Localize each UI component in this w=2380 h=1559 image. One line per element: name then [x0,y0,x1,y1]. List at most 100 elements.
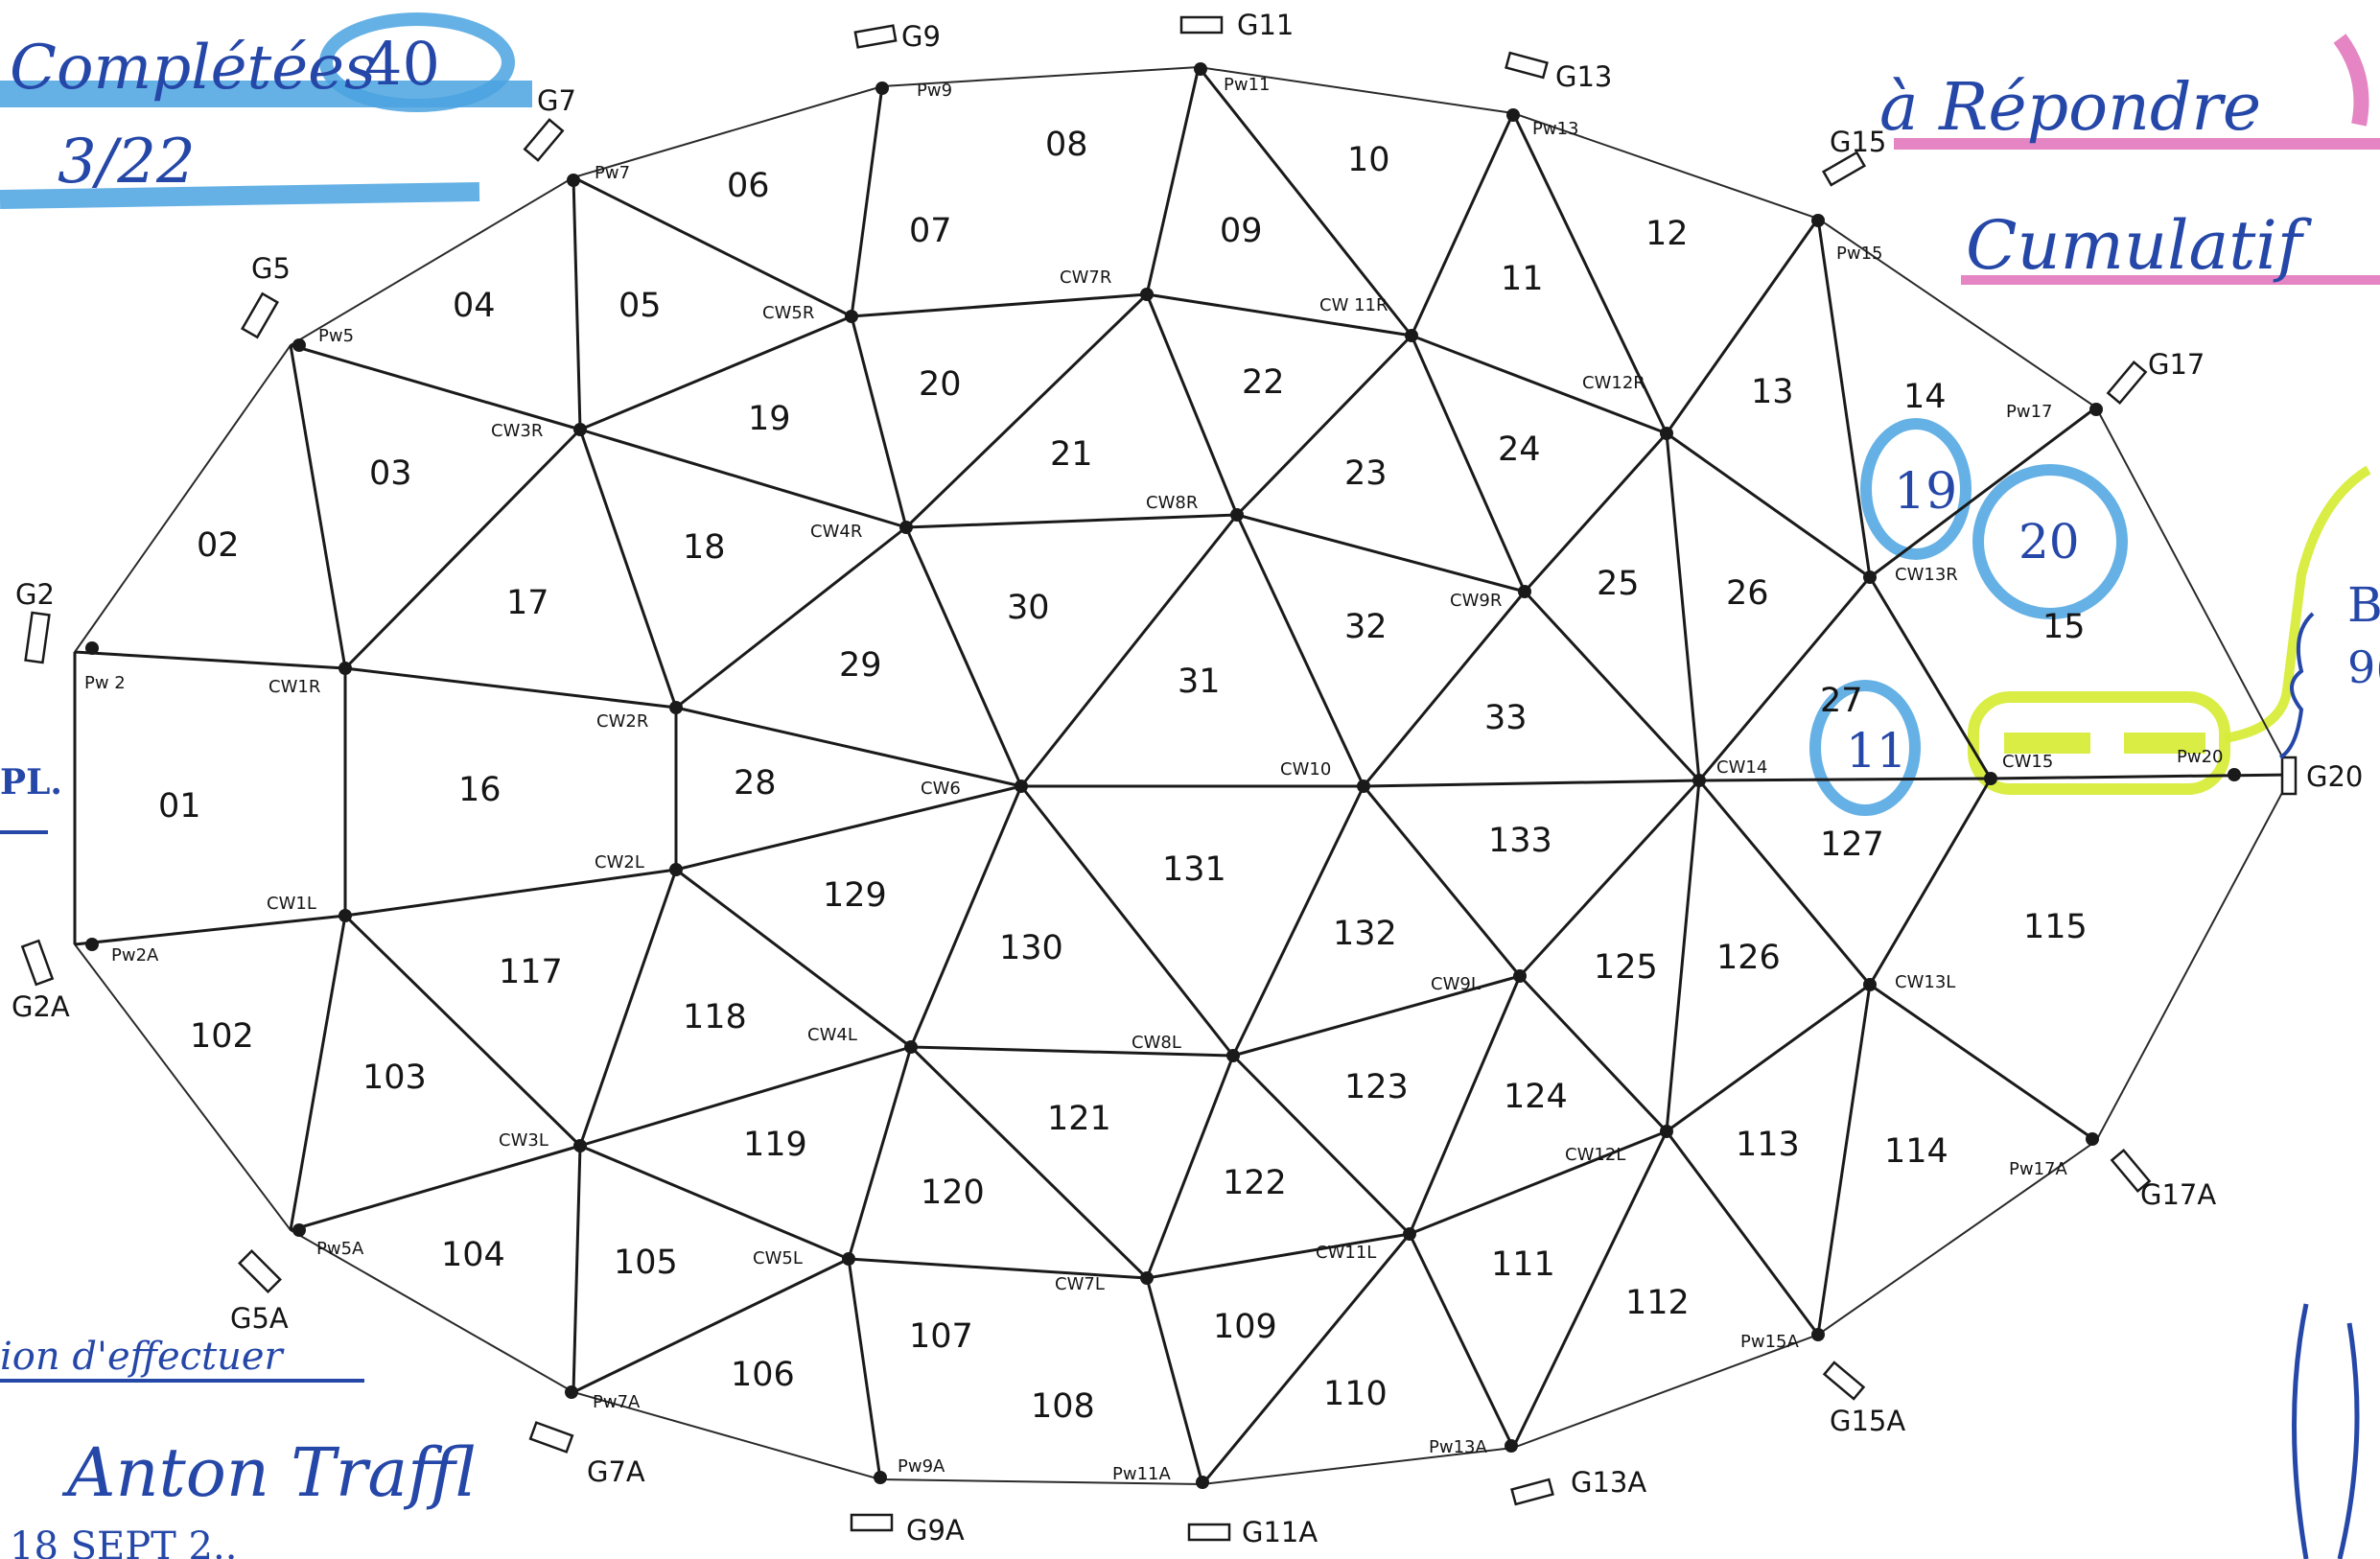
well-label-cw1l: CW1L [267,894,316,914]
triangle-number-09: 09 [1220,212,1263,250]
well-node-pw11[interactable] [1194,62,1207,76]
gauge-label-g15a: G15A [1830,1405,1905,1437]
well-node-cw4r[interactable] [899,521,913,534]
well-node-pw5a[interactable] [292,1223,306,1237]
well-node-pw7a[interactable] [565,1385,578,1399]
triangle-number-33: 33 [1484,699,1528,737]
triangle-number-14: 14 [1903,378,1947,416]
well-label-pw17: Pw17 [2006,402,2052,422]
well-node-pw13[interactable] [1506,108,1520,122]
completed-count: 40 [364,29,440,99]
well-node-cw8r[interactable] [1230,508,1244,522]
well-node-cw5l[interactable] [842,1252,855,1266]
well-label-cw3r: CW3R [491,421,543,441]
triangle-number-23: 23 [1344,454,1388,493]
well-node-cw3l[interactable] [573,1139,587,1152]
well-node-cw13r[interactable] [1863,570,1877,584]
gauge-box-g9a[interactable] [850,1513,894,1532]
well-node-pw15[interactable] [1811,214,1825,227]
well-node-cw1l[interactable] [338,909,352,922]
triangle-number-22: 22 [1242,363,1285,402]
well-node-cw2r[interactable] [669,701,683,714]
circled-number-19: 19 [1894,463,1957,521]
well-node-pw20[interactable] [2228,768,2241,781]
well-label-cw7r: CW7R [1060,268,1111,288]
well-node-cw7r[interactable] [1140,288,1154,301]
triangle-number-12: 12 [1645,215,1689,253]
well-node-pw15a[interactable] [1811,1328,1825,1341]
well-node-pw9a[interactable] [874,1471,887,1484]
triangle-number-124: 124 [1504,1078,1568,1116]
gauge-box-g17[interactable] [2106,361,2148,405]
triangle-number-07: 07 [909,212,952,250]
well-node-cw15[interactable] [1984,772,1997,785]
gauge-box-g5a[interactable] [238,1249,282,1293]
well-node-cw6[interactable] [1015,780,1028,793]
gauge-box-g15a[interactable] [1822,1361,1866,1401]
gauge-box-g15[interactable] [1821,151,1867,187]
triangle-number-126: 126 [1716,939,1781,977]
triangle-number-118: 118 [683,998,747,1036]
well-node-pw13a[interactable] [1505,1439,1518,1453]
well-node-pw2a[interactable] [85,938,99,951]
well-node-pw17[interactable] [2089,403,2103,416]
gauge-box-g13[interactable] [1505,51,1549,80]
triangle-number-115: 115 [2023,908,2088,946]
gauge-label-g11: G11 [1237,9,1294,41]
well-node-cw8l[interactable] [1226,1049,1240,1062]
well-node-cw13l[interactable] [1863,978,1877,991]
well-node-cw14[interactable] [1692,774,1706,787]
gauge-box-g11[interactable] [1179,15,1224,35]
well-label-pw11a: Pw11A [1112,1464,1171,1484]
well-node-pw17a[interactable] [2086,1132,2099,1146]
well-label-pw11: Pw11 [1224,75,1270,95]
well-node-cw4l[interactable] [904,1040,918,1054]
well-label-cw11r: CW 11R [1319,295,1388,315]
completed-date: 3/22 [58,127,196,198]
well-node-cw12r[interactable] [1660,427,1673,440]
well-node-cw9l[interactable] [1513,969,1527,983]
gauge-box-g9[interactable] [853,24,898,49]
well-node-pw7[interactable] [567,174,580,187]
well-label-pw5: Pw5 [318,326,354,346]
well-node-cw11r[interactable] [1405,329,1418,342]
well-node-cw10[interactable] [1357,780,1370,793]
well-node-pw9[interactable] [875,81,889,95]
well-node-cw9r[interactable] [1518,585,1531,598]
gauge-label-g7a: G7A [587,1455,645,1488]
triangle-number-05: 05 [618,287,662,325]
triangle-number-110: 110 [1323,1375,1388,1413]
well-node-cw11l[interactable] [1403,1227,1416,1241]
well-node-cw12l[interactable] [1660,1125,1673,1138]
signature: Anton Traffl [61,1433,474,1512]
gauge-box-g7[interactable] [523,118,565,162]
bracket-letter: B [2347,577,2380,633]
well-node-pw11a[interactable] [1196,1476,1209,1489]
gauge-box-g2[interactable] [24,611,51,664]
triangle-number-25: 25 [1597,565,1640,603]
gauge-box-g7a[interactable] [528,1421,574,1454]
gauge-box-g13a[interactable] [1510,1478,1554,1506]
blue-circle-19 [1860,418,1972,560]
well-node-cw5r[interactable] [845,310,858,323]
gauge-box-g11a[interactable] [1187,1523,1231,1542]
well-node-pw5[interactable] [292,338,306,352]
outer-boundary [74,65,2294,1486]
well-node-cw7l[interactable] [1140,1271,1154,1285]
gauge-box-g20[interactable] [2280,756,2298,796]
blue-circle-11 [1809,680,1921,816]
gauge-box-g2a[interactable] [20,939,55,987]
well-node-cw3r[interactable] [573,423,587,436]
gauge-box-g17a[interactable] [2110,1149,2152,1193]
well-label-pw13: Pw13 [1532,119,1578,139]
gauge-box-g5[interactable] [240,291,280,339]
gauge-label-g17a: G17A [2140,1178,2216,1211]
well-label-cw8r: CW8R [1146,493,1198,513]
triangle-number-131: 131 [1162,850,1226,889]
gauge-label-g7: G7 [537,84,576,117]
triangle-number-104: 104 [441,1236,505,1274]
well-node-cw1r[interactable] [338,662,352,675]
well-node-pw2[interactable] [85,641,99,655]
triangle-number-127: 127 [1820,826,1884,864]
well-node-cw2l[interactable] [669,863,683,876]
